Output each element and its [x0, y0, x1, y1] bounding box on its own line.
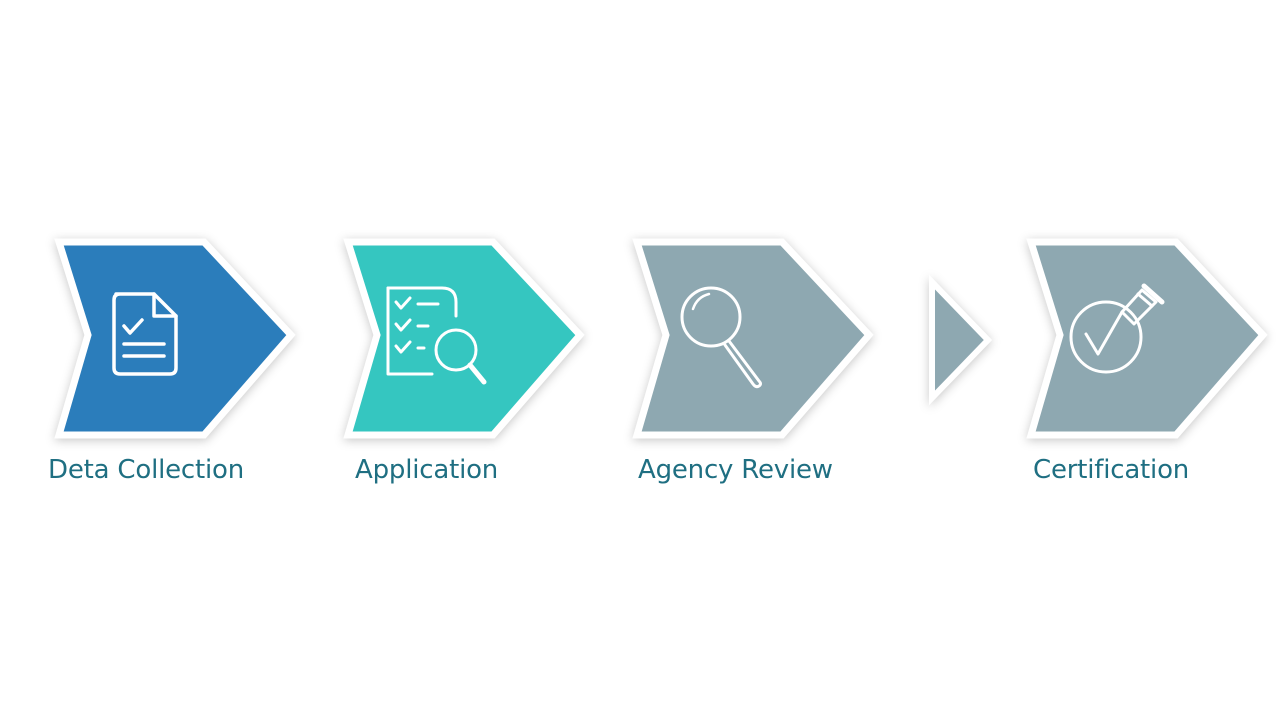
- step-4-label: Certification: [1033, 455, 1190, 485]
- step-3-chevron: [632, 238, 874, 439]
- step-2-label: Application: [355, 455, 499, 485]
- document-checklist-icon: [112, 292, 178, 376]
- connector-arrow: [929, 274, 993, 406]
- check-seal-pen-icon: [1069, 283, 1165, 374]
- step-2-chevron: [343, 238, 585, 439]
- magnifier-icon: [680, 286, 762, 389]
- step-3-label: Agency Review: [638, 455, 833, 485]
- step-4-chevron: [1026, 238, 1268, 439]
- step-1-label: Deta Collection: [48, 455, 245, 485]
- checklist-magnifier-icon: [386, 286, 487, 385]
